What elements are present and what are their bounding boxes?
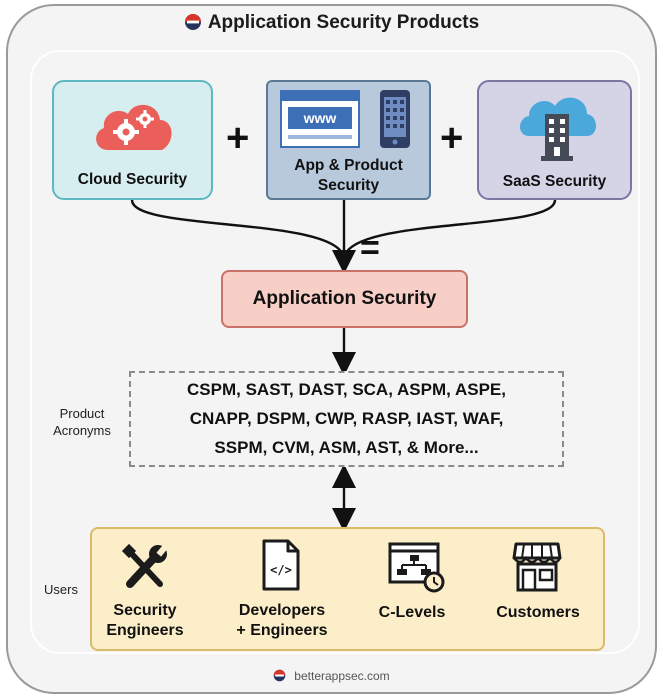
smartphone-icon [378,88,412,155]
brand-logo-icon [184,13,202,37]
www-banner: www [288,107,352,129]
browser-titlebar [282,92,358,101]
tools-icon [120,542,170,597]
footer-logo-icon [273,669,286,685]
saas-security-label: SaaS Security [502,173,607,190]
app-product-security-box: www App & Product Security [266,80,431,200]
app-product-label-line2: Security [317,177,380,194]
footer: betterappsec.com [0,669,663,685]
cloud-building-icon [517,90,597,167]
diagram-title: Application Security Products [0,12,663,37]
equals-sign: = [360,229,380,267]
browser-line [288,135,352,139]
acronyms-line-3: SSPM, CVM, ASM, AST, & More... [214,438,479,457]
inner-frame [30,50,640,654]
user-c-levels-label: C-Levels [378,604,446,621]
storefront-icon [512,540,562,599]
svg-text:</>: </> [270,563,292,577]
user-security-engineers-line1: Security [113,602,177,619]
user-developers-line2: + Engineers [236,622,328,639]
user-developers-line1: Developers [238,602,326,619]
org-chart-icon [388,542,446,599]
acronyms-line-2: CNAPP, DSPM, CWP, RASP, IAST, WAF, [189,409,504,428]
user-customers-label: Customers [496,604,580,621]
cloud-gears-icon [90,94,178,161]
plus-sign-1: + [226,116,250,160]
acronyms-line-1: CSPM, SAST, DAST, SCA, ASPM, ASPE, [187,380,506,399]
product-acronyms-label-line2: Acronyms [53,423,111,438]
application-security-box: Application Security [221,270,468,328]
code-file-icon: </> [260,538,302,597]
saas-connector [342,199,557,259]
users-side-label: Users [44,582,78,597]
product-acronyms-label-line1: Product [59,406,105,421]
application-security-label: Application Security [252,288,437,309]
plus-sign-2: + [440,116,464,160]
cloud-security-label: Cloud Security [77,171,188,188]
product-acronyms-box: CSPM, SAST, DAST, SCA, ASPM, ASPE, CNAPP… [129,371,564,467]
app-product-label-line1: App & Product [294,157,403,174]
cloud-security-box: Cloud Security [52,80,213,200]
browser-window-icon: www [280,90,360,148]
users-box: Security Engineers </> Developers + Engi… [90,527,605,651]
product-acronyms-label: Product Acronyms [38,405,126,439]
saas-security-box: SaaS Security [477,80,632,200]
cloud-connector [130,199,346,259]
footer-text: betterappsec.com [294,669,390,683]
user-security-engineers-line2: Engineers [106,622,184,639]
title-text: Application Security Products [207,12,480,33]
